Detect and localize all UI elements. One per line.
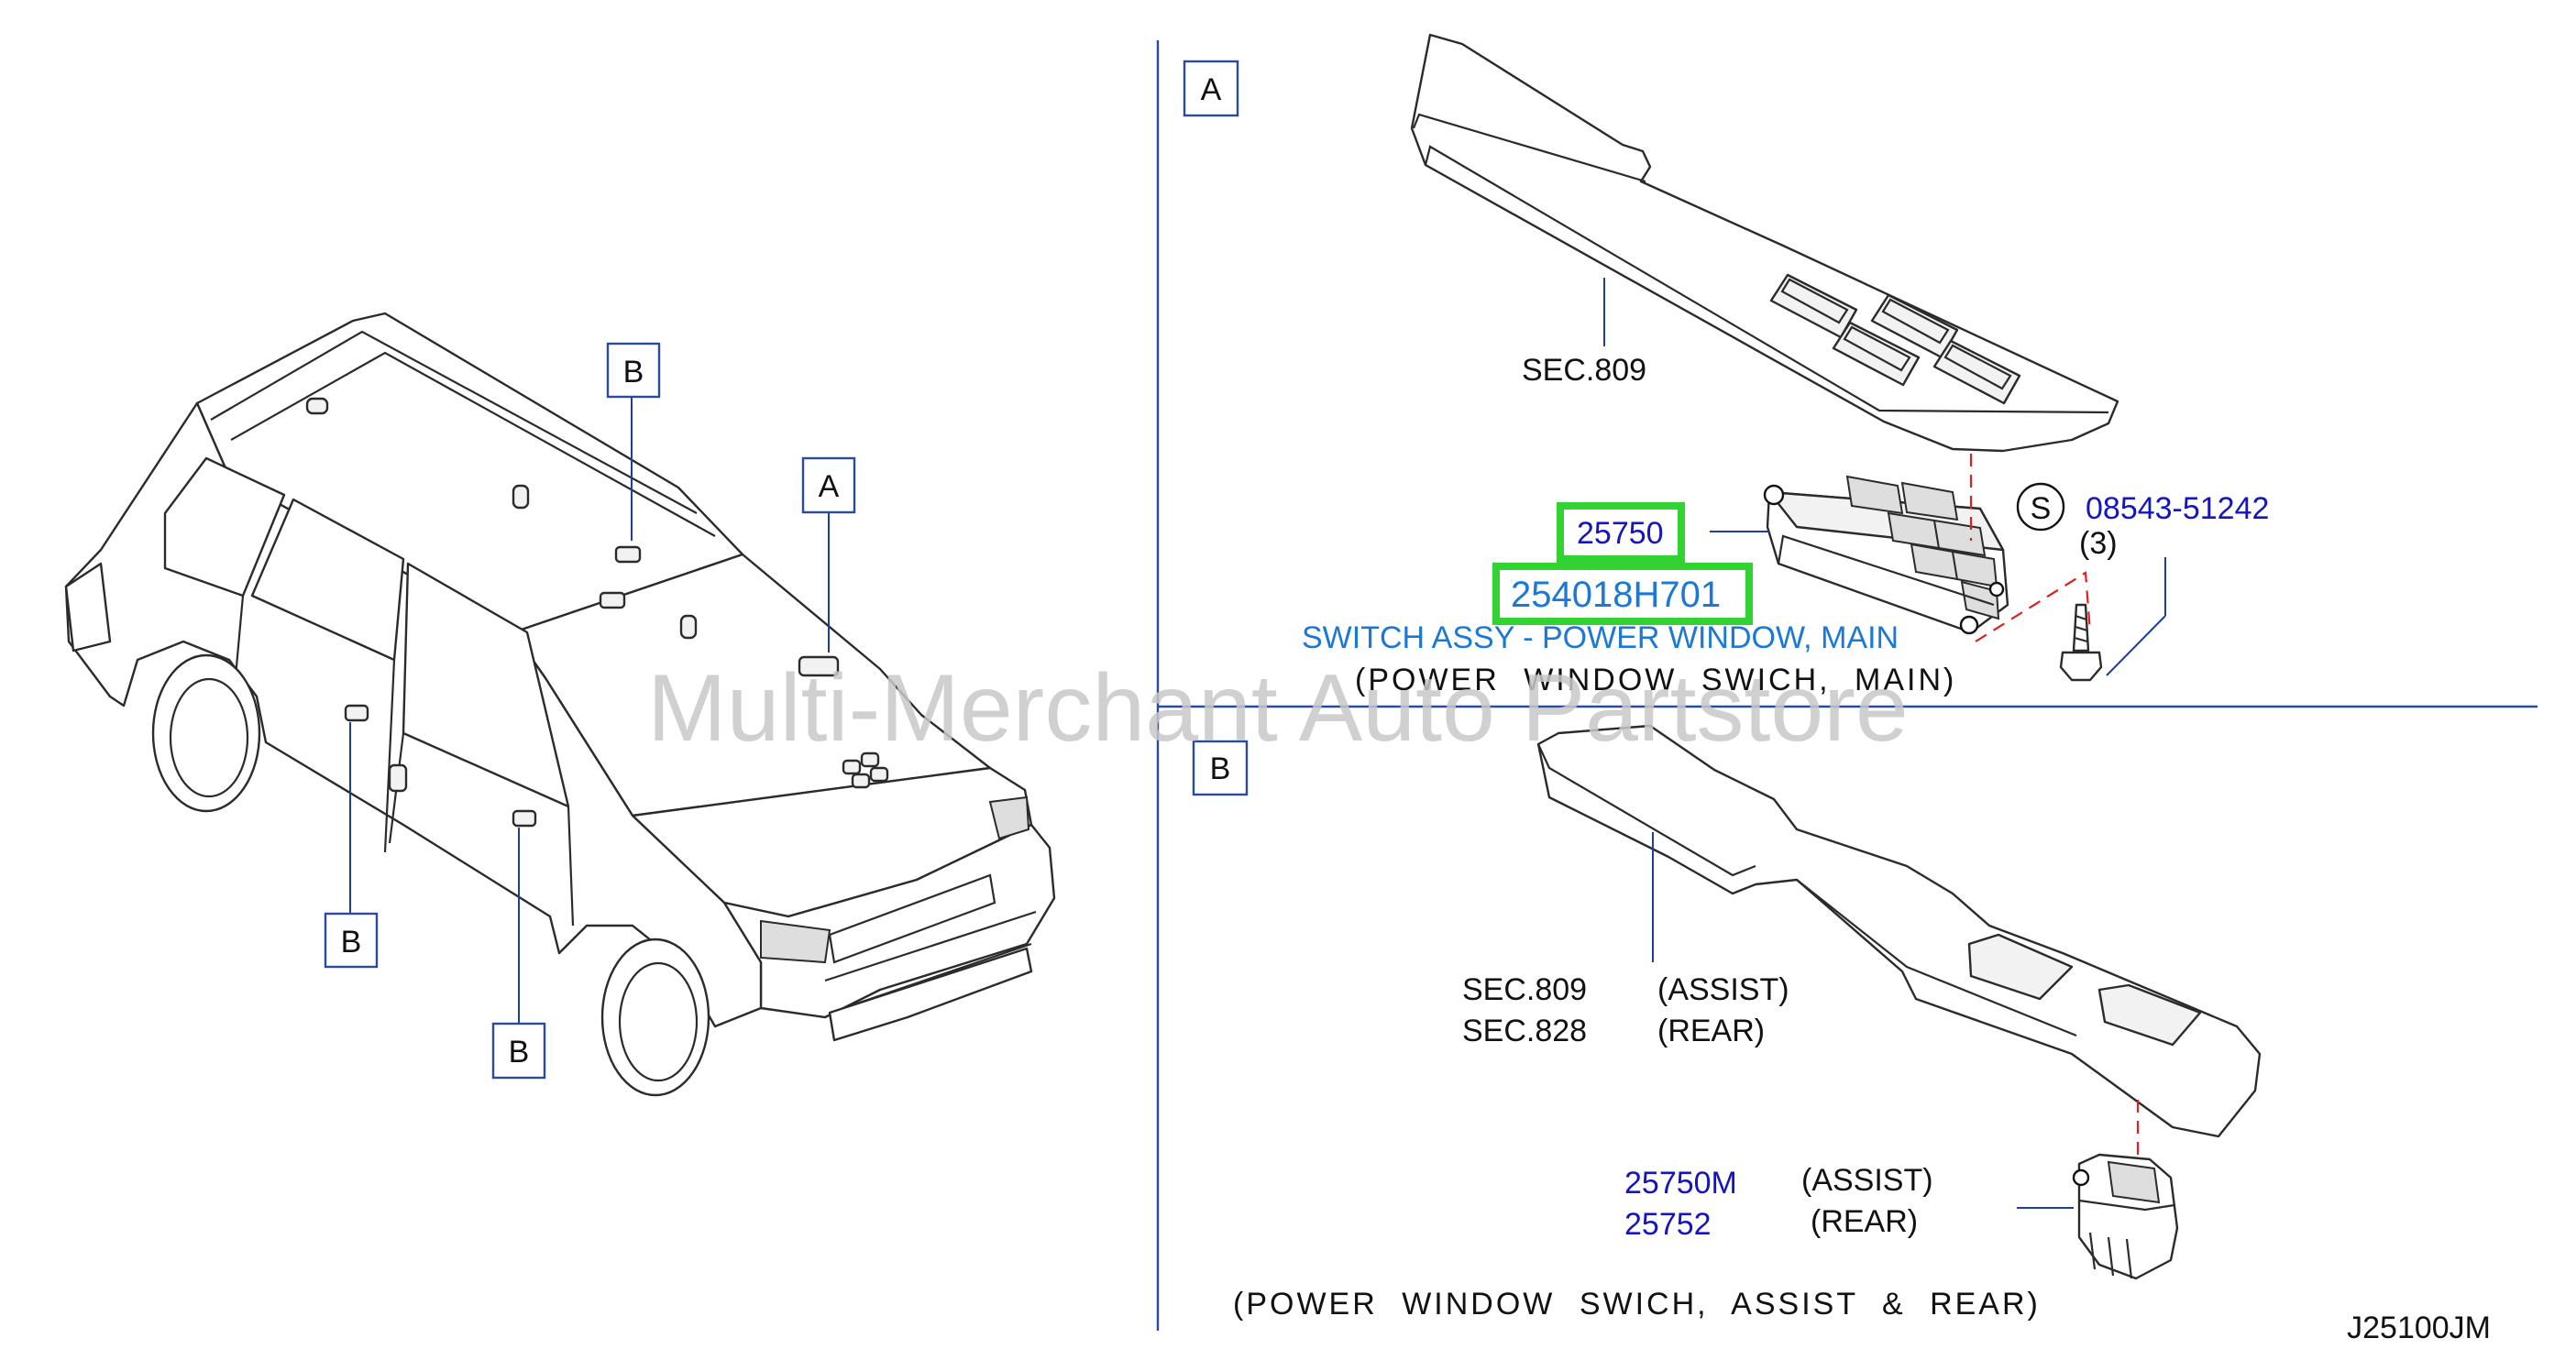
svg-text:A: A xyxy=(819,469,840,504)
callout-car-b-left[interactable]: B xyxy=(324,912,379,969)
door-armrest-finisher-front xyxy=(1410,33,2119,453)
sec-809-label: SEC.809 xyxy=(1522,353,1646,388)
front-wheel xyxy=(600,938,710,1097)
section-b-label[interactable]: B xyxy=(1192,740,1249,796)
section-a-label[interactable]: A xyxy=(1183,60,1239,117)
part-caption-assist-rear: (POWER WINDOW SWICH, ASSIST & REAR) xyxy=(1233,1287,2041,1322)
diagram-code: J25100JM xyxy=(2347,1311,2491,1345)
highlight-box-254018h701 xyxy=(1492,563,1753,625)
part-number-25750[interactable]: 25750 xyxy=(1577,516,1664,551)
door-armrest-finisher-rear xyxy=(1536,724,2262,1138)
screw-quantity: (3) xyxy=(2079,526,2118,561)
part-assist-note: (ASSIST) xyxy=(1801,1163,1933,1198)
callout-car-b-top[interactable]: B xyxy=(606,342,661,399)
part-name-switch-assy-main[interactable]: SWITCH ASSY - POWER WINDOW, MAIN xyxy=(1302,620,1899,655)
callout-car-b-bottom[interactable]: B xyxy=(491,1022,546,1080)
watermark: Multi-Merchant Auto Partstore xyxy=(647,655,1909,762)
svg-text:S: S xyxy=(2031,491,2052,526)
svg-text:B: B xyxy=(509,1035,530,1069)
sec-809-assist-note: (ASSIST) xyxy=(1657,972,1789,1007)
part-number-25750m[interactable]: 25750M xyxy=(1624,1166,1737,1201)
rear-wheel xyxy=(151,653,261,813)
sec-828-rear-ref: SEC.828 xyxy=(1462,1014,1587,1048)
svg-text:B: B xyxy=(341,925,362,960)
svg-text:B: B xyxy=(1210,751,1231,786)
screw-symbol: S xyxy=(2016,482,2065,532)
part-rear-note: (REAR) xyxy=(1811,1204,1918,1239)
vehicle-illustration xyxy=(64,312,1056,1097)
highlight-box-25750 xyxy=(1557,502,1685,563)
dashed-guide-a2 xyxy=(1975,571,2092,642)
sec-809-assist-ref: SEC.809 xyxy=(1462,972,1587,1007)
main-power-window-switch[interactable] xyxy=(1763,475,2009,635)
part-number-254018h701[interactable]: 254018H701 xyxy=(1511,575,1721,615)
part-number-25752[interactable]: 25752 xyxy=(1624,1207,1712,1242)
callout-car-a[interactable]: A xyxy=(801,456,856,514)
assist-rear-power-window-switch[interactable] xyxy=(2072,1153,2179,1280)
svg-text:A: A xyxy=(1201,72,1222,107)
sec-828-rear-note: (REAR) xyxy=(1657,1014,1765,1048)
part-caption-main: (POWER WINDOW SWICH, MAIN) xyxy=(1355,663,1956,697)
screw[interactable] xyxy=(2059,603,2103,682)
screw-part-number[interactable]: 08543-51242 xyxy=(2086,491,2269,526)
svg-text:B: B xyxy=(623,355,644,389)
